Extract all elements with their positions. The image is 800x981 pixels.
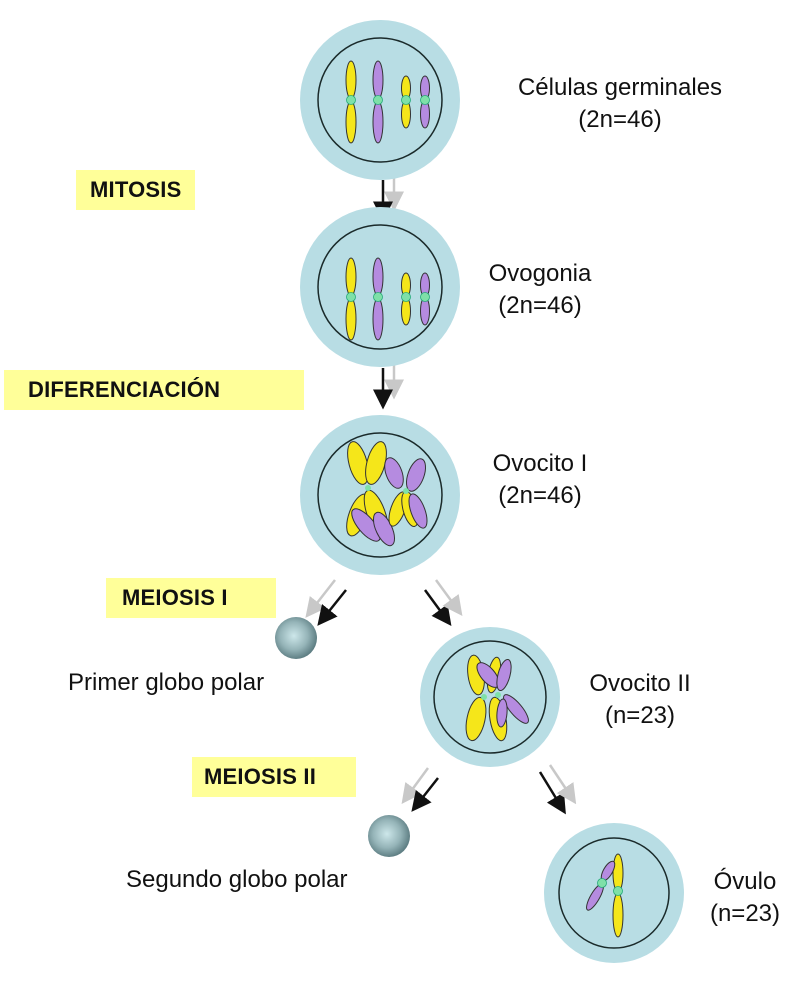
chromosomes xyxy=(586,853,624,938)
arrow-meiosis2-ovulo-secondary xyxy=(548,764,577,805)
cell-label-germinal: Células germinales (2n=46) xyxy=(470,72,770,136)
cell-name: Células germinales xyxy=(517,74,723,101)
cell-ploidy: (n=23) xyxy=(604,702,676,729)
arrow-meiosis2-polar xyxy=(411,777,439,812)
first-polar-body xyxy=(275,617,317,659)
cell-name: Ovocito I xyxy=(492,450,588,477)
chromosomes xyxy=(465,654,529,742)
second-polar-body xyxy=(368,815,410,857)
cytoplasm xyxy=(300,415,460,575)
cell-label-ovocito-2: Ovocito II (n=23) xyxy=(566,668,714,732)
cell-name: Ovogonia xyxy=(488,260,592,287)
arrow-meiosis1-ovocito2 xyxy=(423,589,452,627)
cell-label-ovulo: Óvulo (n=23) xyxy=(690,866,800,930)
cell-ovocito-1 xyxy=(300,415,460,575)
arrow-meiosis2-polar-secondary xyxy=(401,767,430,805)
cell-name: Ovocito II xyxy=(589,670,691,697)
cell-ovulo xyxy=(544,823,684,963)
cell-label-ovogonia: Ovogonia (2n=46) xyxy=(470,258,610,322)
stage-label-meiosis-2: MEIOSIS II xyxy=(192,757,356,797)
cell-ploidy: (2n=46) xyxy=(578,106,662,133)
nucleus xyxy=(433,640,547,754)
arrow-meiosis1-ovocito2-secondary xyxy=(434,579,463,617)
chromosomes xyxy=(345,60,430,144)
nucleus xyxy=(317,224,443,350)
nucleus xyxy=(317,37,443,163)
chromosomes xyxy=(345,257,430,341)
cell-ploidy: (2n=46) xyxy=(498,482,582,509)
arrow-meiosis1-polar-secondary xyxy=(305,579,336,618)
cytoplasm xyxy=(420,627,560,767)
stage-label-diferenciacion: DIFERENCIACIÓN xyxy=(4,370,304,410)
cell-germinal xyxy=(300,20,460,180)
cell-ovocito-2 xyxy=(420,627,560,767)
cell-label-ovocito-1: Ovocito I (2n=46) xyxy=(470,448,610,512)
polar-label-second: Segundo globo polar xyxy=(126,866,348,893)
arrow-meiosis1-polar xyxy=(317,589,347,626)
cell-ploidy: (n=23) xyxy=(709,900,781,927)
polar-label-first: Primer globo polar xyxy=(68,669,265,696)
nucleus xyxy=(558,837,670,949)
chromosomes xyxy=(346,441,428,547)
cell-ploidy: (2n=46) xyxy=(498,292,582,319)
cell-ovogonia xyxy=(300,207,460,367)
stage-label-mitosis: MITOSIS xyxy=(76,170,196,210)
cell-name: Óvulo xyxy=(713,868,777,895)
stage-label-meiosis-1: MEIOSIS I xyxy=(106,578,276,618)
nucleus xyxy=(317,432,443,558)
